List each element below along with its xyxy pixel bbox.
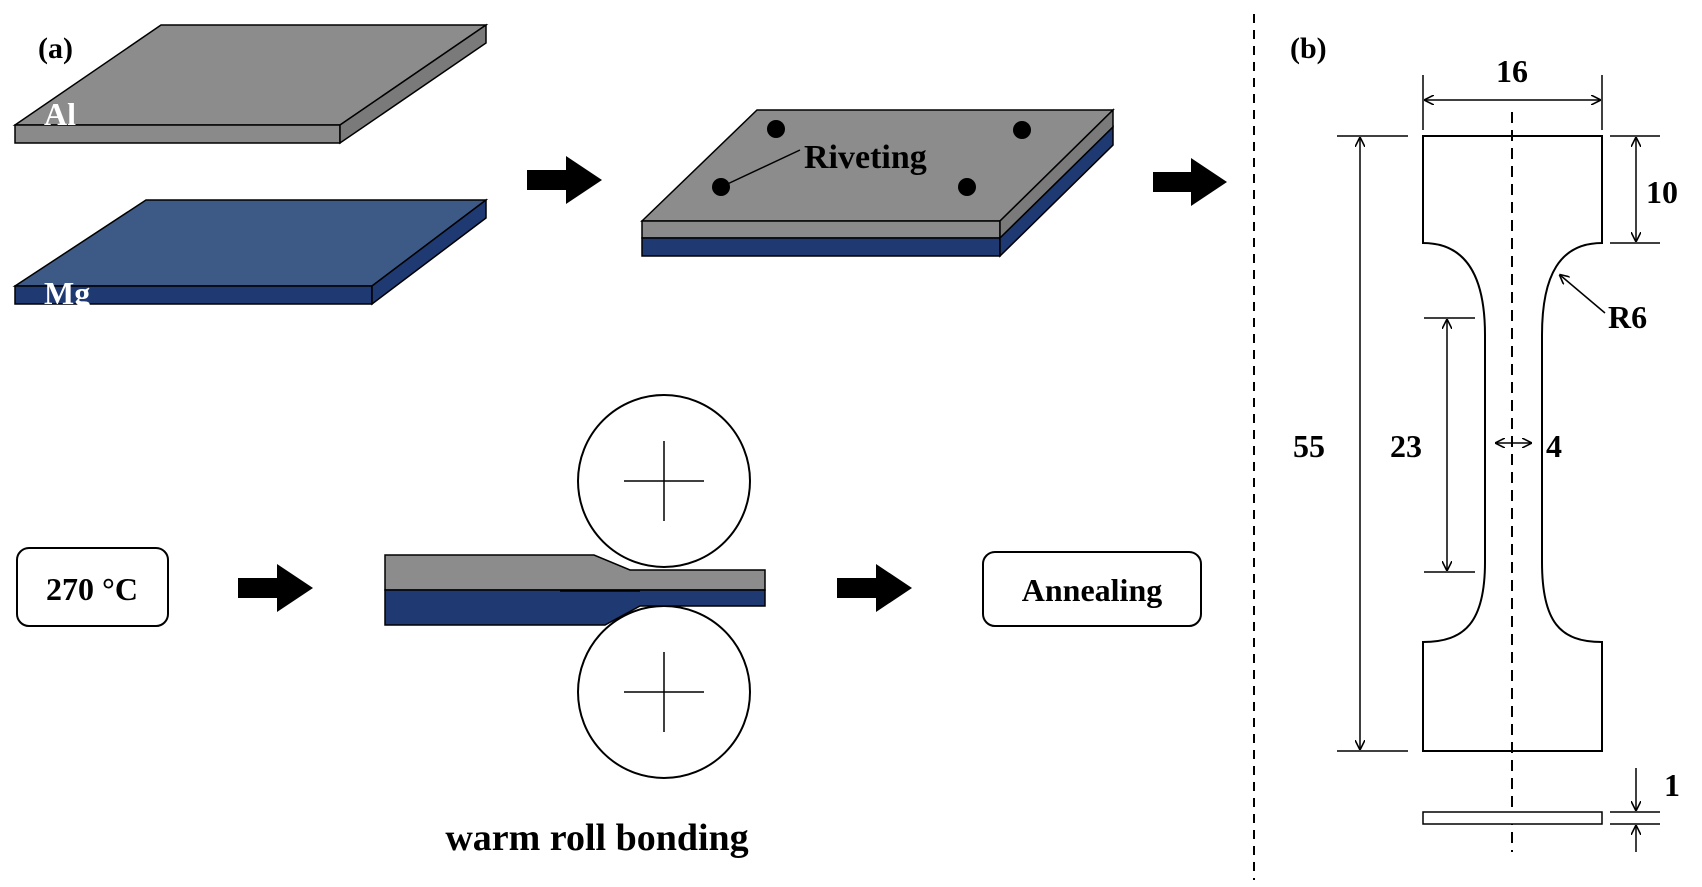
upper-roll	[577, 394, 751, 568]
mg-plate	[12, 198, 489, 306]
gauge-length-value: 23	[1390, 428, 1422, 464]
thickness-value: 1	[1664, 767, 1680, 803]
process-label: warm roll bonding	[445, 817, 748, 859]
annealing-box	[982, 551, 1202, 627]
bonded-sheet	[384, 554, 766, 626]
grip-length-dimension	[1610, 135, 1660, 244]
gauge-width-value: 4	[1546, 428, 1562, 464]
total-length-value: 55	[1293, 428, 1325, 464]
radius-leader	[1560, 275, 1606, 314]
fillet-radius-value: R6	[1608, 299, 1647, 335]
riveted-stack	[640, 108, 1115, 258]
gauge-length-dimension	[1424, 317, 1475, 573]
width-value: 16	[1496, 53, 1528, 89]
temperature-box	[16, 547, 169, 627]
temperature-label: 270 °C	[46, 571, 138, 607]
width-dimension	[1422, 75, 1603, 130]
annealing-label: Annealing	[1022, 572, 1162, 608]
riveting-label: Riveting	[804, 139, 927, 176]
arrow-right-icon	[1153, 158, 1227, 206]
arrow-right-icon	[238, 564, 313, 612]
specimen-side-view	[1422, 811, 1603, 825]
total-length-dimension	[1337, 135, 1408, 752]
al-plate	[12, 23, 489, 145]
arrow-right-icon	[837, 564, 912, 612]
al-label: Al	[44, 96, 76, 132]
grip-length-value: 10	[1646, 174, 1678, 210]
thickness-dimension	[1610, 768, 1660, 852]
arrow-right-icon	[527, 156, 602, 204]
lower-roll	[577, 605, 751, 779]
panel-a-label: (a)	[38, 32, 73, 65]
panel-b-label: (b)	[1290, 32, 1327, 65]
mg-label: Mg	[44, 275, 90, 311]
